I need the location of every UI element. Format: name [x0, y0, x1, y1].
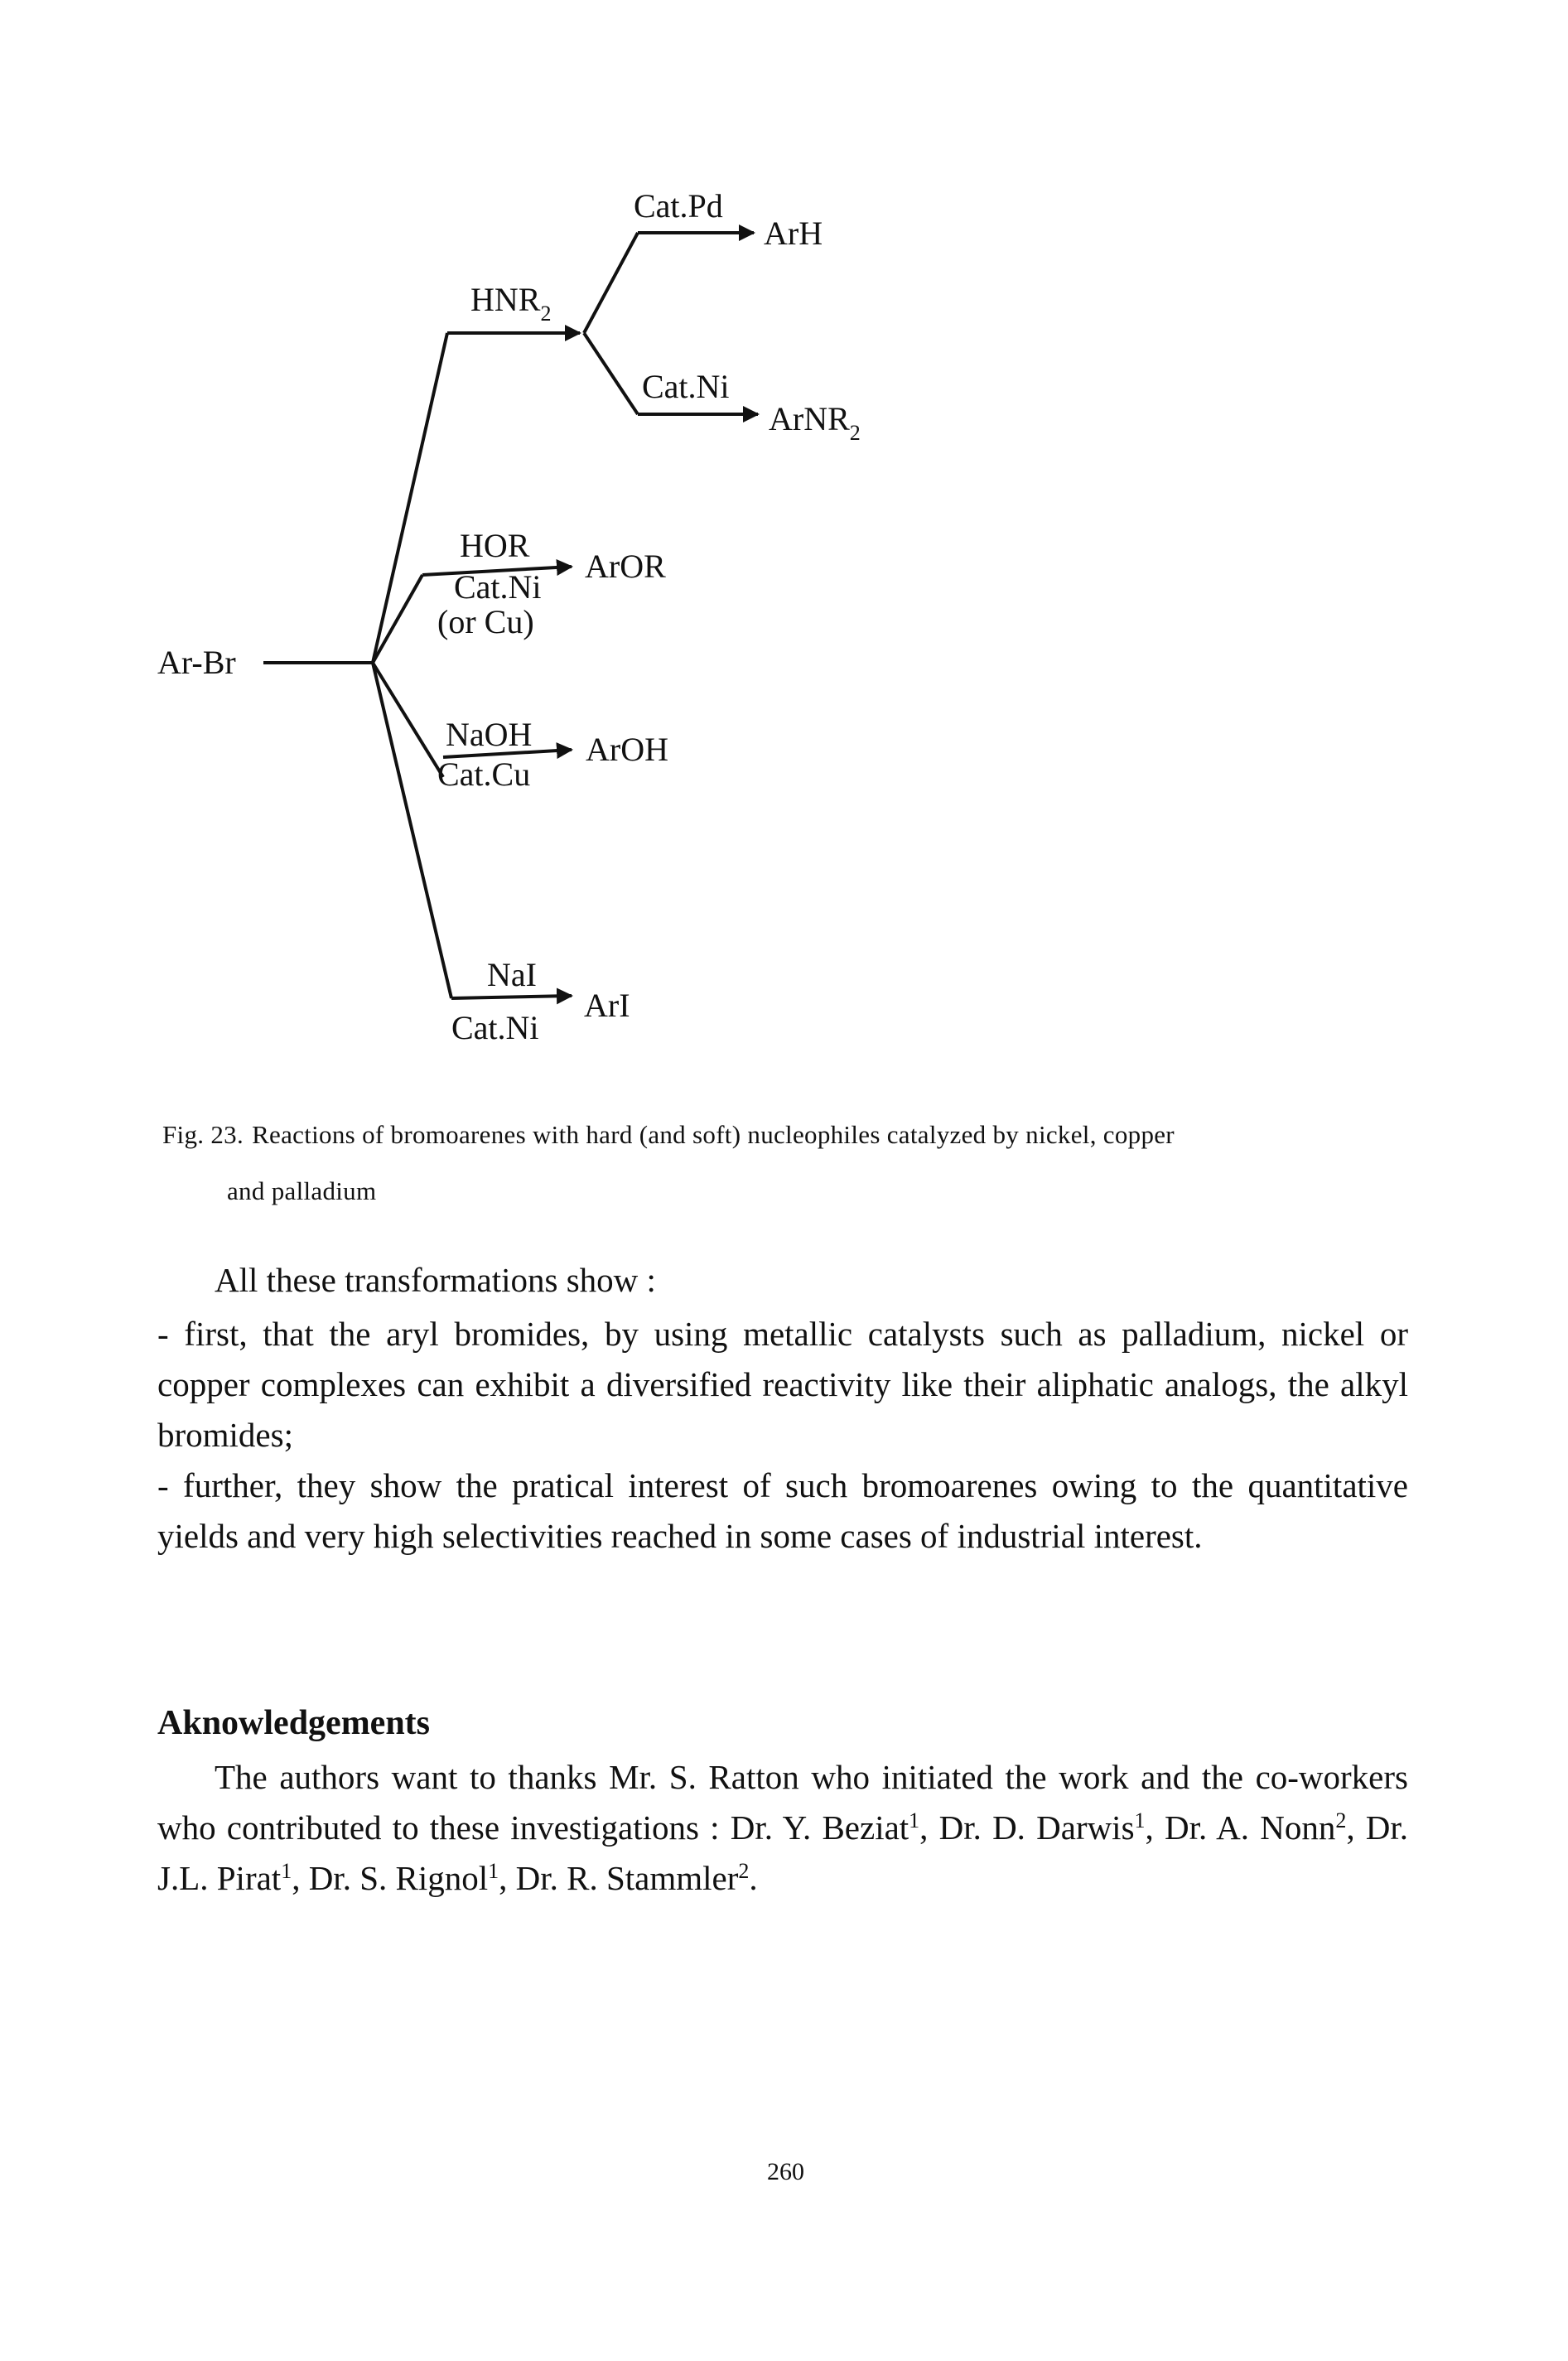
pd-branch-line [582, 232, 639, 334]
hydroxide-product: ArOH [586, 731, 668, 768]
iodide-product: ArI [584, 987, 630, 1024]
ack-text: The authors want to thanks Mr. S. Ratton… [157, 1758, 1408, 1847]
iodide-reagent: NaI [487, 956, 537, 993]
body-intro: All these transformations show : [157, 1255, 1408, 1306]
intro-text: All these transformations show : [215, 1261, 656, 1299]
ack-name: Dr. J.L. Pirat [157, 1808, 1409, 1897]
body-paragraph-2: - further, they show the pratical intere… [157, 1461, 1408, 1562]
hydroxide-arrow [442, 742, 573, 760]
figure-caption: Fig. 23. Reactions of bromoarenes with h… [162, 1107, 1405, 1219]
pd-product: ArH [764, 215, 823, 252]
caption-line-2: and palladium [227, 1176, 377, 1205]
alcohol-product: ArOR [585, 548, 666, 585]
ack-affiliation: 2 [1335, 1808, 1347, 1832]
pd-catalyst: Cat.Pd [634, 187, 723, 225]
hydroxide-catalyst: Cat.Cu [437, 756, 530, 793]
hydroxide-reagent: NaOH [446, 716, 532, 753]
ack-affiliation: 1 [281, 1859, 292, 1883]
paragraph-2-text: - further, they show the pratical intere… [157, 1466, 1408, 1555]
branch-line-alcohol [371, 574, 424, 664]
ack-name: Dr. A. Nonn [1164, 1808, 1336, 1847]
ack-affiliation: 2 [738, 1859, 750, 1883]
amine-reagent: HNR2 [470, 281, 551, 326]
start-compound: Ar-Br [157, 644, 236, 681]
branch-line-iodide [371, 662, 453, 999]
alcohol-reagent: HOR [460, 527, 530, 564]
ni-amine-product: ArNR2 [769, 400, 861, 445]
branch-line-amine [371, 332, 449, 664]
reaction-scheme: Ar-Br HNR2 Cat.Pd ArH Cat.Ni ArNR2 HOR C… [157, 187, 861, 1046]
ack-affiliation: 1 [488, 1859, 499, 1883]
section-heading-acknowledgements: Aknowledgements [157, 1704, 431, 1742]
iodide-catalyst: Cat.Ni [451, 1009, 539, 1046]
ack-name: Dr. Y. Beziat [730, 1808, 909, 1847]
branch-line-hydroxide [371, 661, 445, 779]
ack-name: Dr. D. Darwis [938, 1808, 1135, 1847]
ack-name: Dr. S. Rignol [308, 1859, 489, 1897]
iodide-arrow [451, 987, 573, 1005]
ni-amine-branch-line [582, 331, 639, 416]
body-paragraph-1: - first, that the aryl bromides, by usin… [157, 1309, 1408, 1461]
ack-affiliation: 1 [909, 1808, 920, 1832]
alcohol-catalyst: Cat.Ni [454, 568, 542, 606]
figure-number: Fig. 23. [162, 1120, 244, 1149]
page-number: 260 [767, 2158, 804, 2185]
alcohol-arrow [422, 559, 573, 577]
ack-name: Dr. R. Stammler [515, 1859, 739, 1897]
alcohol-catalyst-alt: (or Cu) [437, 603, 534, 640]
ni-amine-catalyst: Cat.Ni [642, 368, 730, 405]
caption-line-1: Reactions of bromoarenes with hard (and … [252, 1120, 1175, 1149]
paragraph-1-text: - first, that the aryl bromides, by usin… [157, 1315, 1408, 1454]
ack-affiliation: 1 [1134, 1808, 1146, 1832]
acknowledgements-paragraph: The authors want to thanks Mr. S. Ratton… [157, 1758, 1409, 1897]
